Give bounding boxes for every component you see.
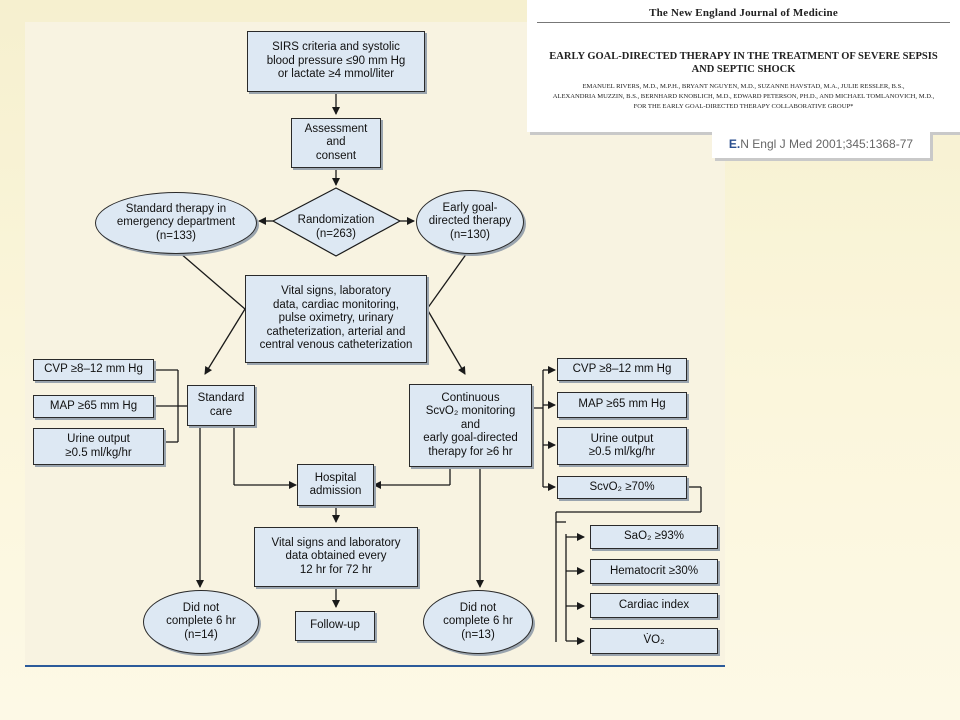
journal-name: The New England Journal of Medicine: [649, 7, 838, 19]
left-target-urine: Urine output≥0.5 ml/kg/hr: [33, 428, 164, 465]
randomization-label: Randomization(n=263): [297, 214, 375, 240]
article-authors: EMANUEL RIVERS, M.D., M.P.H., BRYANT NGU…: [552, 83, 935, 110]
citation-text: N Engl J Med 2001;345:1368-77: [740, 137, 914, 151]
right-target-map: MAP ≥65 mm Hg: [557, 392, 687, 418]
connector-lines: [154, 93, 702, 645]
nejm-article-header: The New England Journal of Medicine EARL…: [527, 0, 960, 132]
right-target-urine: Urine output≥0.5 ml/kg/hr: [557, 427, 687, 465]
right-target-scvo2: ScvO₂ ≥70%: [557, 476, 687, 499]
left-target-map: MAP ≥65 mm Hg: [33, 395, 154, 418]
right-target-cvp: CVP ≥8–12 mm Hg: [557, 358, 687, 381]
left-target-cvp: CVP ≥8–12 mm Hg: [33, 359, 154, 381]
scvo2-target-cardiac-index: Cardiac index: [590, 593, 718, 618]
journal-rule: [537, 22, 950, 23]
article-title: EARLY GOAL-DIRECTED THERAPY IN THE TREAT…: [549, 51, 938, 75]
scvo2-target-hematocrit: Hematocrit ≥30%: [590, 559, 718, 584]
randomization-diamond: [271, 187, 402, 257]
citation-label: E. N Engl J Med 2001;345:1368-77: [712, 130, 930, 158]
scvo2-target-sao2: SaO₂ ≥93%: [590, 525, 718, 549]
citation-letter: E.: [728, 137, 741, 151]
scvo2-target-vo2: V̇O₂: [590, 628, 718, 654]
early-goal-therapy-ellipse: Early goal-directed therapy(n=130): [416, 190, 524, 254]
follow-up-box: Follow-up: [295, 611, 375, 641]
